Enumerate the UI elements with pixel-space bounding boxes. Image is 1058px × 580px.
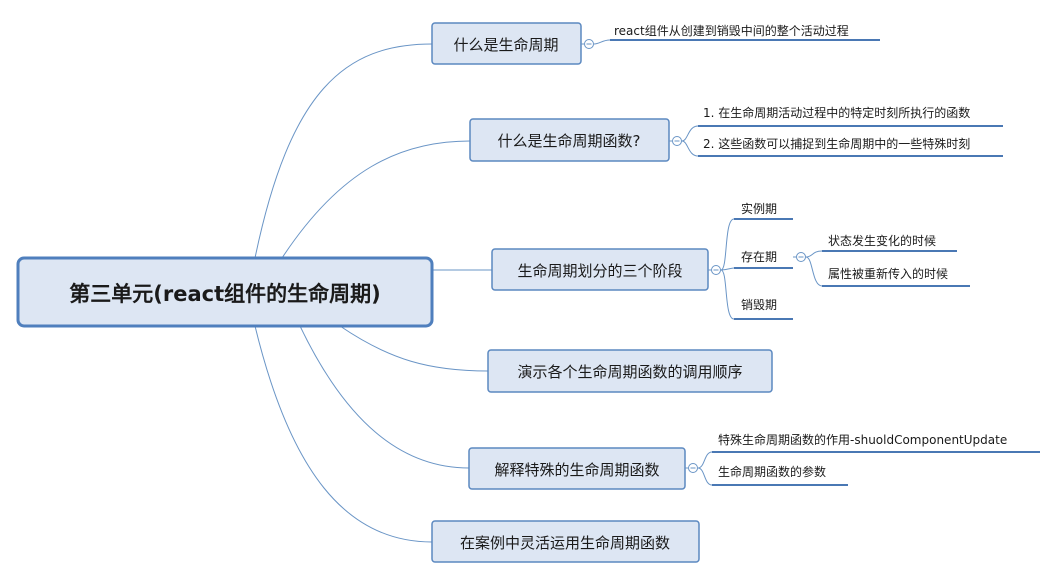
detail-3-2-label: 存在期 — [741, 250, 777, 264]
topic-1-node[interactable]: 什么是生命周期 — [431, 22, 582, 65]
collapse-toggle-detail-3-2[interactable] — [793, 252, 806, 262]
detail-3-2-2: 属性被重新传入的时候 — [822, 266, 970, 287]
topic-4-node[interactable]: 演示各个生命周期函数的调用顺序 — [487, 349, 773, 393]
connector-topic-6 — [254, 325, 433, 543]
connector-topic-5 — [299, 325, 470, 469]
topic-3-node[interactable]: 生命周期划分的三个阶段 — [491, 248, 709, 291]
collapse-toggle-topic-1[interactable] — [581, 39, 594, 49]
detail-1-1: react组件从创建到销毁中间的整个活动过程 — [610, 23, 880, 41]
detail-2-2: 2. 这些函数可以捕捉到生命周期中的一些特殊时刻 — [698, 136, 1003, 157]
detail-5-1: 特殊生命周期函数的作用-shuoldComponentUpdate — [712, 432, 1040, 453]
detail-3-1-label: 实例期 — [741, 201, 777, 216]
detail-3-1: 实例期 — [734, 201, 793, 220]
topic-2-node[interactable]: 什么是生命周期函数? — [469, 118, 670, 162]
root-label: 第三单元(react组件的生命周期) — [69, 282, 380, 306]
detail-2-2-label: 2. 这些函数可以捕捉到生命周期中的一些特殊时刻 — [703, 136, 970, 151]
topic-5-label: 解释特殊的生命周期函数 — [494, 461, 659, 479]
detail-5-2: 生命周期函数的参数 — [712, 464, 848, 486]
root-node[interactable]: 第三单元(react组件的生命周期) — [16, 256, 434, 328]
connector-detail-5 — [697, 451, 713, 486]
detail-3-2-1: 状态发生变化的时候 — [822, 233, 957, 252]
topic-6-node[interactable]: 在案例中灵活运用生命周期函数 — [431, 520, 700, 563]
detail-3-2-2-label: 属性被重新传入的时候 — [828, 266, 948, 281]
connector-detail-3-2 — [805, 250, 823, 287]
connector-detail-1-1 — [593, 39, 611, 45]
collapse-toggle-topic-3[interactable] — [708, 265, 721, 275]
topic-4-label: 演示各个生命周期函数的调用顺序 — [517, 363, 742, 381]
collapse-toggle-topic-5[interactable] — [685, 463, 698, 473]
topic-3-label: 生命周期划分的三个阶段 — [517, 262, 682, 280]
connector-topic-1 — [254, 43, 433, 259]
detail-1-1-label: react组件从创建到销毁中间的整个活动过程 — [614, 23, 849, 38]
connector-detail-3 — [720, 218, 735, 320]
detail-2-1: 1. 在生命周期活动过程中的特定时刻所执行的函数 — [698, 105, 1003, 127]
root-connectors — [254, 43, 492, 543]
detail-5-2-label: 生命周期函数的参数 — [718, 464, 826, 479]
detail-3-2: 存在期 — [734, 250, 793, 269]
connector-topic-2 — [281, 140, 471, 259]
topic-1-label: 什么是生命周期 — [453, 36, 558, 54]
connector-detail-2 — [681, 125, 699, 157]
detail-5-1-label: 特殊生命周期函数的作用-shuoldComponentUpdate — [718, 432, 1007, 447]
detail-3-3: 销毁期 — [734, 297, 793, 320]
detail-3-3-label: 销毁期 — [741, 297, 777, 312]
topic-2-label: 什么是生命周期函数? — [498, 132, 641, 150]
topic-6-label: 在案例中灵活运用生命周期函数 — [460, 534, 670, 552]
connector-topic-4 — [339, 325, 489, 372]
detail-3-2-1-label: 状态发生变化的时候 — [828, 233, 936, 248]
topic-5-node[interactable]: 解释特殊的生命周期函数 — [468, 447, 686, 490]
collapse-toggle-topic-2[interactable] — [669, 136, 682, 146]
detail-2-1-label: 1. 在生命周期活动过程中的特定时刻所执行的函数 — [703, 105, 970, 120]
